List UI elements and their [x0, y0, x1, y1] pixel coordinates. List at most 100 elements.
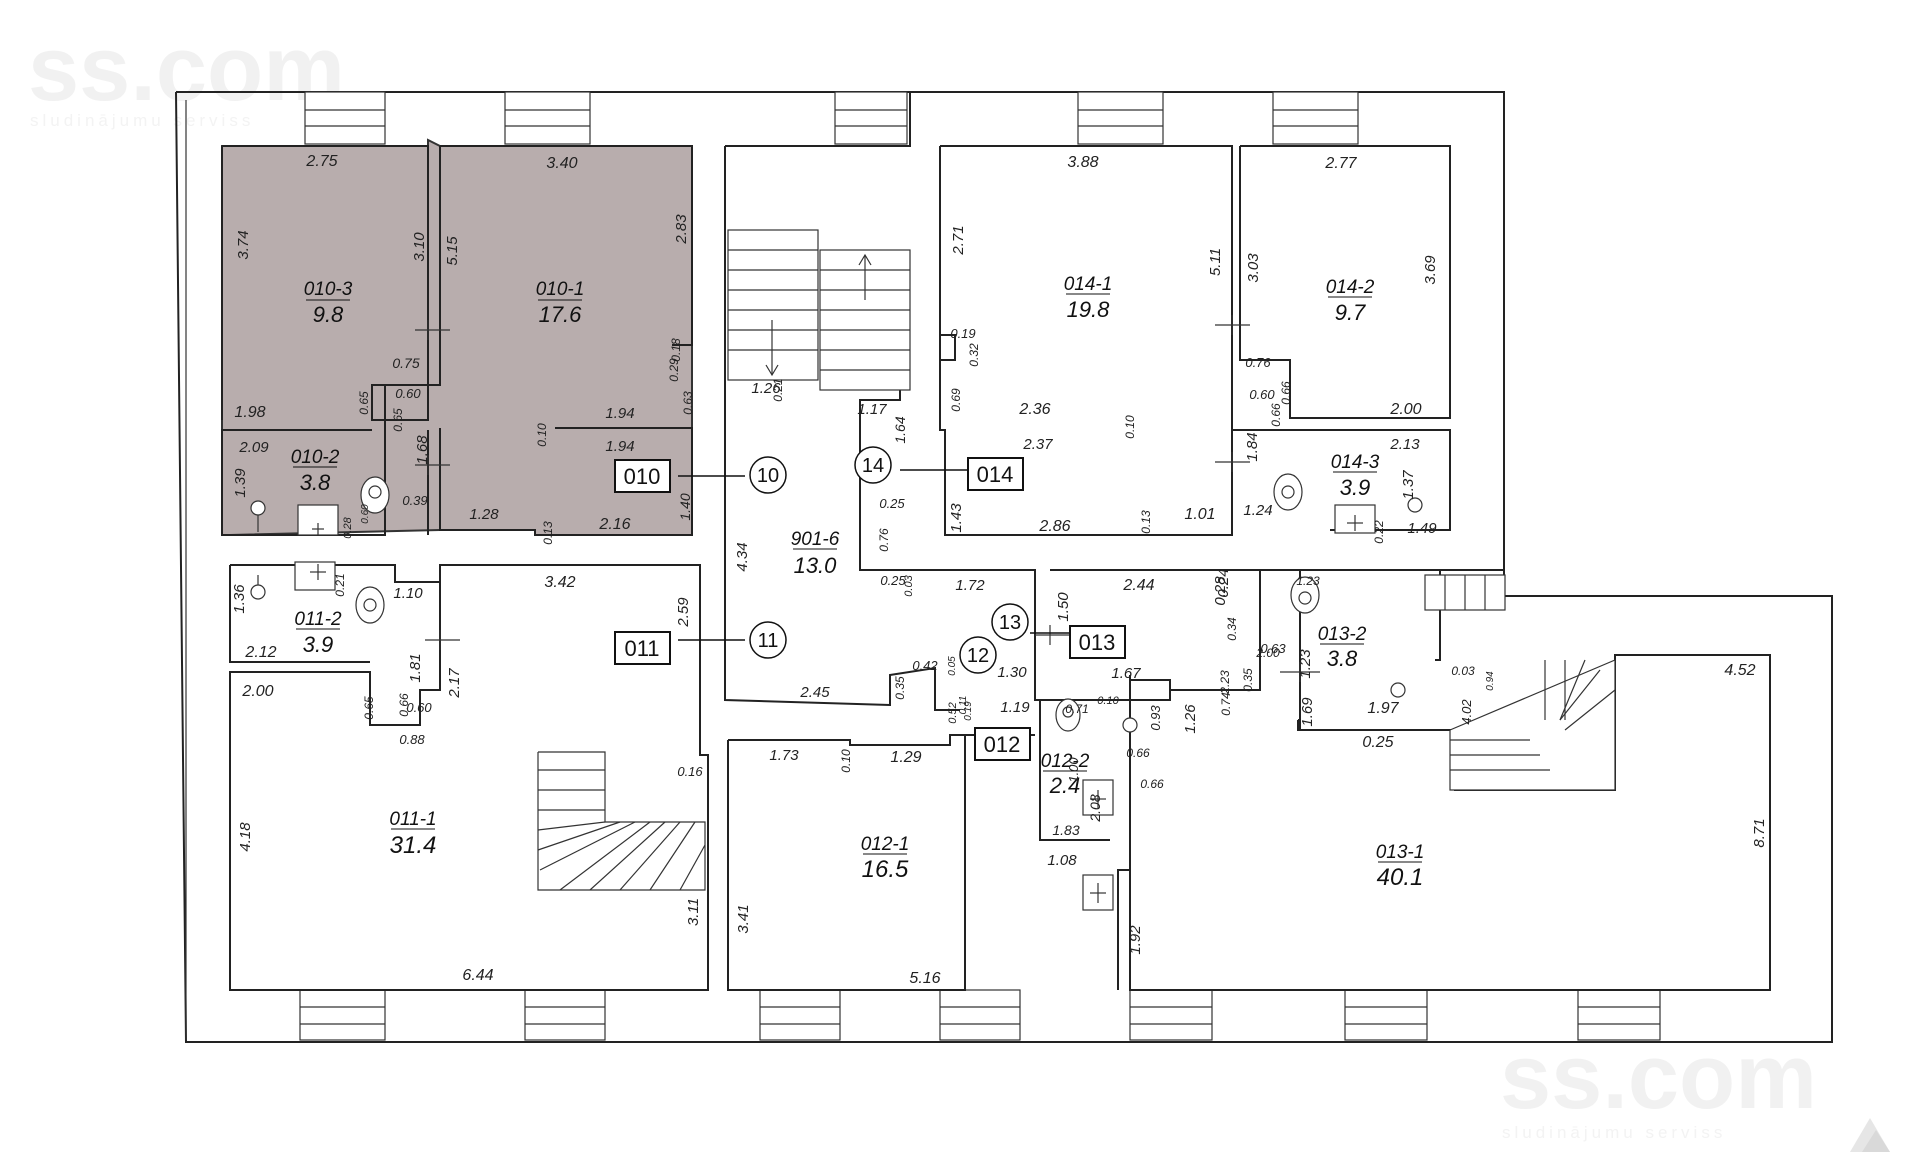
dimension-label: 2.45 — [799, 684, 830, 701]
dimension-label: 1.94 — [605, 438, 634, 455]
dimension-label: 2.17 — [446, 668, 463, 699]
dimension-label: 0.66 — [1140, 777, 1164, 791]
dimension-label: 4.52 — [1724, 662, 1755, 679]
dimension-label: 3.10 — [411, 232, 428, 262]
dimension-label: 0.63 — [681, 391, 695, 415]
dimension-label: 1.26 — [751, 380, 781, 397]
dimension-label: 0.28 — [342, 516, 354, 538]
dimension-label: 4.18 — [237, 822, 254, 852]
dimension-label: 1.84 — [1244, 432, 1261, 461]
dimension-label: 0.66 — [397, 693, 411, 717]
entrance-number: 11 — [758, 630, 779, 652]
entrance-number: 10 — [757, 465, 779, 487]
dimension-label: 1.40 — [677, 493, 693, 520]
dimension-label: 0.16 — [677, 764, 703, 779]
dimension-label: 0.94 — [1485, 671, 1496, 691]
dimension-label: 1.39 — [232, 468, 249, 498]
room-area: 31.4 — [390, 832, 437, 859]
room-id: 014-2 — [1326, 277, 1375, 298]
room-id: 013-1 — [1376, 842, 1425, 863]
dimension-label: 0.18 — [669, 338, 683, 362]
dimension-label: 1.01 — [1184, 506, 1215, 523]
dimension-label: 0.74 — [1219, 692, 1233, 716]
watermark-bottom-right-tagline: sludinājumu serviss — [1502, 1123, 1726, 1142]
dimension-label: 0.25 — [879, 496, 905, 511]
dimension-label: 0.39 — [402, 493, 427, 508]
dimension-label: 0.03 — [1451, 664, 1475, 678]
unit-label: 011 — [624, 636, 659, 661]
dimension-label: 4.34 — [734, 542, 751, 571]
dimension-label: 0.52 — [947, 702, 959, 723]
dimension-label: 1.00 — [1066, 757, 1081, 783]
dimension-label: 0.05 — [947, 656, 958, 676]
dimension-label: 0.21 — [333, 573, 347, 596]
dimension-label: 1.49 — [1407, 520, 1437, 537]
dimension-label: 0.34 — [1225, 617, 1239, 641]
unit-boxes: 010 011 012 013 014 — [614, 457, 1126, 761]
dimension-label: 1.37 — [1400, 470, 1417, 500]
dimension-label: 1.68 — [414, 435, 431, 465]
dimension-label: 0.93 — [1148, 705, 1163, 731]
dimension-label: 3.40 — [546, 155, 577, 172]
dimension-label: 1.26 — [1182, 704, 1199, 734]
dimension-label: 1.43 — [948, 503, 965, 533]
entrance-markers: 10 11 12 13 14 — [749, 446, 1029, 674]
watermark-top-left-tagline: sludinājumu serviss — [30, 111, 254, 130]
dimension-label: 1.73 — [769, 747, 799, 764]
dimension-label: 5.15 — [444, 236, 461, 266]
room-area: 40.1 — [1377, 864, 1424, 891]
staircase-central — [727, 229, 911, 391]
room-area: 17.6 — [539, 302, 583, 327]
dimension-label: 0.66 — [1126, 746, 1150, 760]
door-markers — [415, 315, 1320, 682]
dimension-label: 1.23 — [1296, 574, 1320, 588]
dimension-label: 0.42 — [912, 658, 938, 673]
dimension-label: 1.72 — [955, 577, 985, 594]
dimension-label: 0.29 — [667, 358, 681, 382]
room-area: 3.9 — [1340, 475, 1371, 500]
dimension-label: 0.76 — [1245, 355, 1271, 370]
dimension-label: 0.65 — [391, 408, 405, 432]
dimension-label: 0.25 — [880, 573, 906, 588]
dimension-label: 2.00 — [1255, 646, 1280, 660]
dimension-label: 0.71 — [1065, 702, 1088, 716]
dimension-label: 0.10 — [535, 423, 549, 447]
dimension-label: 2.71 — [950, 225, 967, 255]
unit-label: 013 — [1079, 630, 1116, 655]
room-id: 010-2 — [291, 447, 340, 468]
room-area: 16.5 — [862, 856, 909, 883]
staircase-011 — [537, 751, 706, 891]
dimension-label: 0.88 — [399, 732, 425, 747]
dimension-label: 0.75 — [392, 355, 419, 371]
dimension-label: 0.13 — [1139, 510, 1153, 534]
entrance-number: 13 — [999, 612, 1021, 634]
dimension-label: 2.23 — [1218, 670, 1232, 695]
watermark-logo-icon — [1850, 1118, 1890, 1152]
dimension-label: 0.28 — [1212, 576, 1229, 606]
dimension-label: 1.10 — [393, 585, 423, 602]
dimension-label: 2.12 — [244, 644, 276, 661]
dimension-label: 0.19 — [963, 701, 974, 721]
dimension-label: 3.41 — [735, 904, 752, 933]
room-area: 9.7 — [1335, 300, 1366, 325]
dimension-label: 1.83 — [1052, 822, 1079, 838]
dimension-label: 0.69 — [949, 388, 963, 412]
dimension-label: 0.65 — [362, 696, 376, 720]
dimension-label: 3.42 — [544, 574, 575, 591]
dimension-label: 1.92 — [1127, 925, 1144, 955]
unit-label: 012 — [984, 732, 1021, 757]
dimension-label: 1.30 — [997, 664, 1027, 681]
room-area: 2.4 — [1049, 773, 1081, 798]
dimension-label: 0.65 — [357, 391, 371, 415]
dimension-label: 1.24 — [1243, 502, 1272, 519]
room-area: 9.8 — [313, 302, 344, 327]
dimension-label: 3.74 — [235, 230, 252, 259]
dimension-label: 1.64 — [892, 416, 908, 443]
unit-label: 014 — [977, 462, 1014, 487]
unit-label: 010 — [624, 464, 661, 489]
dimension-label: 0.63 — [1260, 641, 1286, 656]
dimension-label: 1.81 — [407, 653, 424, 682]
dimension-label: 0.35 — [1241, 668, 1255, 692]
dimension-label: 1.17 — [857, 401, 887, 418]
